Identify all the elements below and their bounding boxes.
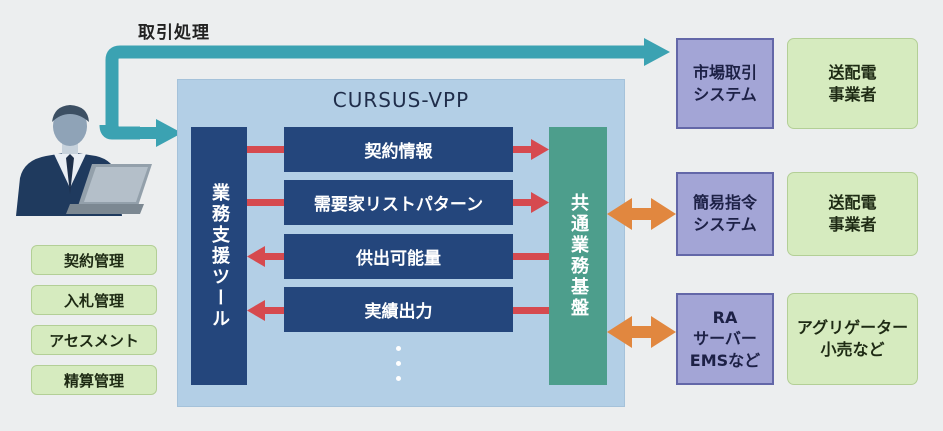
arrow-from-platform-3 [513,253,549,260]
function-available-capacity: 供出可能量 [284,234,513,279]
person-with-laptop-icon [16,105,152,216]
transaction-processing-label: 取引処理 [138,23,210,43]
arrow-to-function-2 [247,199,284,206]
bid-management: 入札管理 [31,285,157,315]
business-support-tool: 業務支援ツール [191,127,247,385]
transmission-operator-2: 送配電 事業者 [787,172,918,256]
arrow-from-function-1 [513,139,549,160]
arrow-to-function-1 [247,146,284,153]
arrow-from-platform-4 [513,307,549,314]
settlement-management: 精算管理 [31,365,157,395]
arrow-into-tool-3 [247,246,284,267]
common-business-platform: 共通業務基盤 [549,127,607,385]
arrow-from-function-2 [513,192,549,213]
function-results-output: 実績出力 [284,287,513,332]
arrow-into-tool-4 [247,300,284,321]
function-contract-info: 契約情報 [284,127,513,172]
transmission-operator-1: 送配電 事業者 [787,38,918,129]
aggregator-retailer: アグリゲーター 小売など [787,293,918,385]
assessment: アセスメント [31,325,157,355]
arrow-platform-dispatch [607,198,676,230]
vertical-ellipsis-icon [396,346,401,386]
vpp-title: CURSUS-VPP [332,88,470,112]
ra-server-ems: RA サーバー EMSなど [676,293,774,385]
arrow-platform-ra [607,316,676,348]
simple-dispatch-system: 簡易指令 システム [676,172,774,256]
contract-management: 契約管理 [31,245,157,275]
market-trading-system: 市場取引 システム [676,38,774,129]
function-customer-list-pattern: 需要家リストパターン [284,180,513,225]
